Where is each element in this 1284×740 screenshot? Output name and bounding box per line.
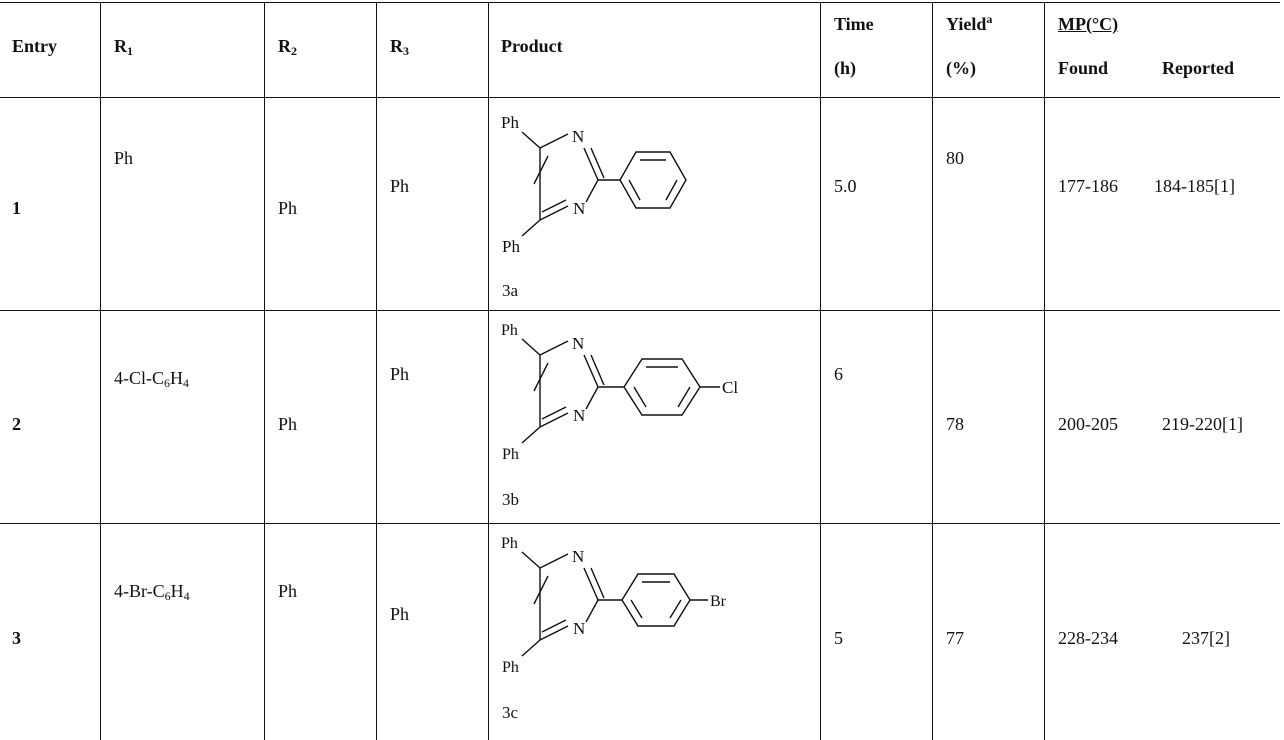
col-divider-5	[820, 2, 821, 740]
header-mp-reported: Reported	[1162, 58, 1234, 78]
row-3-time: 5	[834, 628, 843, 648]
header-r3: R3	[390, 36, 409, 58]
mol-3c-top-ph: Ph	[501, 535, 518, 552]
row-1-r2: Ph	[278, 198, 298, 218]
row-2-entry: 2	[12, 414, 21, 434]
header-product: Product	[501, 36, 563, 56]
header-bottom-rule	[0, 97, 1280, 98]
mol-3a-n-top: N	[572, 127, 584, 146]
mol-3a-label: 3a	[502, 281, 519, 300]
product-structure-3a: Ph N N Ph 3a	[501, 113, 687, 300]
mol-3a-bottom-ph: Ph	[502, 237, 520, 256]
row-1-r1: Ph	[114, 148, 134, 168]
header-time-unit: (h)	[834, 58, 856, 78]
header-time: Time	[834, 14, 874, 34]
col-divider-6	[932, 2, 933, 740]
row-1-entry: 1	[12, 198, 21, 218]
header-yield-unit: (%)	[946, 58, 976, 78]
row-2-r3: Ph	[390, 364, 410, 384]
row-2-yield: 78	[946, 414, 964, 434]
header-mp: MP(°C)	[1058, 14, 1119, 34]
col-divider-1	[100, 2, 101, 740]
row-2-r1: 4-Cl-C6H4	[114, 368, 190, 390]
product-structure-3b: Ph N N Ph Cl 3b	[501, 322, 738, 509]
mol-3a-n-bottom: N	[573, 199, 585, 218]
row-1-time: 5.0	[834, 176, 857, 196]
table-top-rule	[0, 2, 1280, 3]
col-divider-3	[376, 2, 377, 740]
col-divider-4	[488, 2, 489, 740]
product-structure-3c: Ph N N Ph Br 3c	[501, 535, 727, 722]
header-entry: Entry	[12, 36, 57, 56]
row-3-mp-found: 228-234	[1058, 628, 1118, 648]
row-2-mp-reported: 219-220[1]	[1162, 414, 1243, 434]
row-3-r1: 4-Br-C6H4	[114, 581, 190, 603]
row-1-mp-reported: 184-185[1]	[1154, 176, 1235, 196]
row-3-r3: Ph	[390, 604, 410, 624]
row-1-r3: Ph	[390, 176, 410, 196]
mol-3c-label: 3c	[502, 703, 519, 722]
header-mp-found: Found	[1058, 58, 1109, 78]
header-yield: Yielda	[946, 12, 993, 34]
mol-3c-bottom-ph: Ph	[502, 659, 519, 676]
row-3-yield: 77	[946, 628, 964, 648]
mol-3b-bottom-ph: Ph	[502, 446, 519, 463]
mol-3c-n-top: N	[572, 547, 584, 566]
header-r1: R1	[114, 36, 133, 58]
col-divider-2	[264, 2, 265, 740]
row-2-r2: Ph	[278, 414, 298, 434]
mol-3a-top-ph: Ph	[501, 113, 519, 132]
mol-3b-n-bottom: N	[573, 406, 585, 425]
row-2-mp-found: 200-205	[1058, 414, 1118, 434]
row-3-mp-reported: 237[2]	[1182, 628, 1230, 648]
row-1-bottom-rule	[0, 310, 1280, 311]
col-divider-7	[1044, 2, 1045, 740]
row-2-bottom-rule	[0, 523, 1280, 524]
mol-3b-top-ph: Ph	[501, 322, 518, 339]
mol-3b-substituent: Cl	[722, 378, 738, 397]
row-3-entry: 3	[12, 628, 21, 648]
mol-3c-n-bottom: N	[573, 619, 585, 638]
row-2-time: 6	[834, 364, 843, 384]
mol-3c-substituent: Br	[710, 593, 727, 610]
mol-3b-label: 3b	[502, 490, 519, 509]
mol-3b-n-top: N	[572, 334, 584, 353]
row-1-mp-found: 177-186	[1058, 176, 1118, 196]
row-1-yield: 80	[946, 148, 964, 168]
header-r2: R2	[278, 36, 297, 58]
row-3-r2: Ph	[278, 581, 298, 601]
